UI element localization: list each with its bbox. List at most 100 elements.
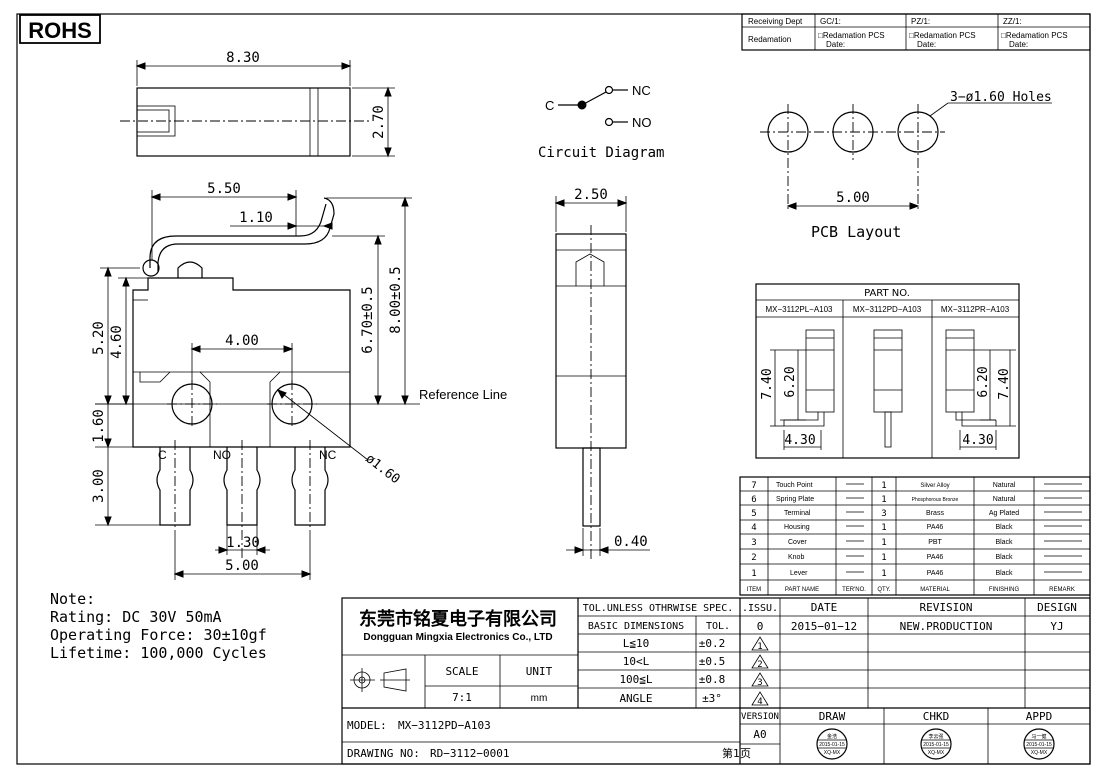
svg-text:李云强: 李云强: [928, 733, 943, 740]
bom-row: 1 Lever 1 PA46 Black: [751, 569, 1082, 579]
svg-text:REMARK: REMARK: [1049, 587, 1075, 593]
model-label: MODEL:: [347, 719, 387, 732]
circuit-c-label: C: [545, 98, 554, 113]
svg-text:3: 3: [757, 678, 762, 688]
tol-dim-1: L≦10: [623, 637, 650, 650]
version-label: VERSION: [741, 712, 779, 722]
svg-text:XQ-MX: XQ-MX: [824, 750, 841, 756]
pl-h-outer: 7.40: [760, 368, 775, 399]
svg-text:1: 1: [881, 481, 886, 491]
revision-triangle-icon: 4: [751, 691, 769, 707]
appd-label: APPD: [1026, 710, 1053, 723]
pin-nc-label: NC: [319, 448, 337, 462]
bom-table: 7 Touch Point 1 Silver Alloy Natural 6 S…: [739, 476, 1091, 596]
bom-row: 2 Knob 1 PA46 Black: [751, 553, 1082, 563]
chkd-label: CHKD: [923, 710, 950, 723]
pl-width: 4.30: [784, 433, 815, 448]
pcb-layout: 3−ø1.60 Holes 5.00 PCB Layout: [760, 90, 1052, 241]
circuit-title: Circuit Diagram: [538, 145, 664, 161]
pcb-holes-note: 3−ø1.60 Holes: [950, 90, 1052, 105]
rohs-label: ROHS: [28, 18, 92, 43]
revision-triangle-icon: 1: [751, 636, 769, 652]
receiving-dept-label: Receiving Dept: [748, 17, 803, 26]
note-rating: Rating: DC 30V 50mA: [50, 608, 222, 626]
svg-text:Lever: Lever: [790, 570, 808, 577]
dim-body-mid: 4.60: [109, 325, 125, 359]
front-view: Reference Line C NO NC 5.50 1.10 5.20: [91, 181, 507, 580]
tol-dim-2: 10<L: [623, 655, 650, 668]
dim-top-length: 8.30: [226, 50, 260, 66]
svg-text:Black: Black: [995, 570, 1013, 577]
dim-side-pin: 0.40: [614, 534, 648, 550]
pr-width: 4.30: [962, 433, 993, 448]
tol-label: TOL.: [706, 621, 730, 632]
dim-pin-span: 5.00: [225, 558, 259, 574]
tol-val-1: ±0.2: [699, 637, 726, 650]
model-value: MX−3112PD−A103: [398, 719, 491, 732]
note-force: Operating Force: 30±10gf: [50, 626, 267, 644]
scale-label: SCALE: [445, 665, 478, 678]
company-en: Dongguan Mingxia Electronics Co., LTD: [363, 632, 552, 643]
pr-h-inner: 6.20: [976, 366, 991, 397]
bom-row: 3 Cover 1 PBT Black: [751, 538, 1082, 548]
pl-h-inner: 6.20: [783, 366, 798, 397]
unit-value: mm: [531, 693, 548, 704]
svg-text:Ag Plated: Ag Plated: [989, 510, 1019, 517]
svg-text:Black: Black: [995, 539, 1013, 546]
date-line-1: Date:: [826, 40, 845, 49]
dim-height-800: 8.00±0.5: [388, 266, 404, 333]
svg-text:Phosphorous Bronze: Phosphorous Bronze: [912, 497, 959, 503]
projection-icon: [350, 668, 410, 692]
pcs-line-2: □Redamation PCS: [909, 31, 976, 40]
svg-text:FINISHING: FINISHING: [989, 587, 1020, 593]
gc-label: GC/1:: [820, 17, 841, 26]
dim-terminal-length: 3.00: [91, 469, 107, 503]
svg-text:Housing: Housing: [784, 524, 810, 531]
dim-hole-span: 4.00: [225, 333, 259, 349]
svg-text:6: 6: [751, 495, 756, 505]
revision-triangle-icon: 3: [751, 672, 769, 688]
dim-side-width: 2.50: [574, 187, 608, 203]
svg-text:Black: Black: [995, 554, 1013, 561]
drawing-no-value: RD−3112−0001: [430, 747, 509, 760]
redamation-label: Redamation: [748, 35, 791, 44]
part-no-title: PART NO.: [864, 288, 910, 299]
bom-row: 7 Touch Point 1 Silver Alloy Natural: [751, 481, 1082, 491]
dim-top-height: 2.70: [371, 105, 387, 139]
svg-text:1: 1: [881, 495, 886, 505]
draw-label: DRAW: [819, 710, 846, 723]
dim-lever-x: 5.50: [207, 181, 241, 197]
svg-text:7: 7: [751, 481, 756, 491]
svg-text:1: 1: [881, 569, 886, 579]
svg-text:2015-01-15: 2015-01-15: [1026, 742, 1052, 748]
dim-mount: 1.60: [91, 409, 107, 443]
revision-triangle-icon: 2: [751, 654, 769, 670]
svg-text:XQ-MX: XQ-MX: [928, 750, 945, 756]
part-pr: MX−3112PR−A103: [941, 305, 1010, 314]
circuit-no-label: NO: [632, 115, 652, 130]
pcs-line-3: □Redamation PCS: [1001, 31, 1068, 40]
date-line-2: Date:: [917, 40, 936, 49]
tol-dim-3: 100≦L: [619, 673, 652, 686]
tol-dim-4: ANGLE: [619, 692, 652, 705]
part-pd: MX−3112PD−A103: [853, 305, 922, 314]
pcb-title: PCB Layout: [811, 223, 901, 241]
scale-value: 7:1: [452, 691, 472, 704]
tol-val-4: ±3°: [702, 692, 722, 705]
zz-label: ZZ/1:: [1003, 17, 1022, 26]
svg-text:Spring Plate: Spring Plate: [776, 496, 814, 503]
rev-issu: 0: [757, 620, 764, 633]
tol-val-3: ±0.8: [699, 673, 726, 686]
svg-text:2015-01-15: 2015-01-15: [819, 742, 845, 748]
notes: Note: Rating: DC 30V 50mA Operating Forc…: [50, 590, 267, 662]
unit-label: UNIT: [526, 665, 553, 678]
svg-text:2: 2: [757, 660, 762, 670]
svg-text:Natural: Natural: [993, 482, 1016, 489]
svg-text:Black: Black: [995, 524, 1013, 531]
dim-height-670: 6.70±0.5: [360, 286, 376, 353]
circuit-nc-label: NC: [632, 83, 651, 98]
rev-date: 2015−01−12: [791, 620, 857, 633]
bom-header: ITEM PART NAME TER'NO. QTY. MATERIAL FIN…: [747, 587, 1075, 593]
svg-text:Silver Alloy: Silver Alloy: [920, 483, 949, 489]
svg-text:PART NAME: PART NAME: [785, 587, 819, 593]
